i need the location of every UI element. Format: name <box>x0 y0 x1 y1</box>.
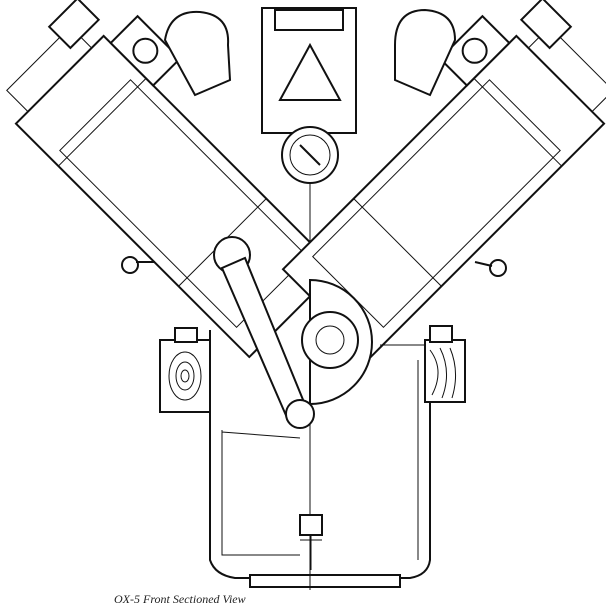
right-mount-block <box>424 325 466 403</box>
left-mount-block <box>159 327 211 413</box>
intake-manifolds <box>163 8 457 97</box>
crankshaft <box>301 278 425 406</box>
engine-sectioned-drawing <box>6 0 606 590</box>
crankcase <box>209 180 431 590</box>
center-tower <box>261 7 357 184</box>
oil-drain <box>299 514 323 570</box>
left-cylinder <box>6 0 339 359</box>
spark-plugs <box>121 256 507 277</box>
connecting-rod <box>213 236 315 429</box>
figure-caption: OX-5 Front Sectioned View <box>114 592 246 606</box>
